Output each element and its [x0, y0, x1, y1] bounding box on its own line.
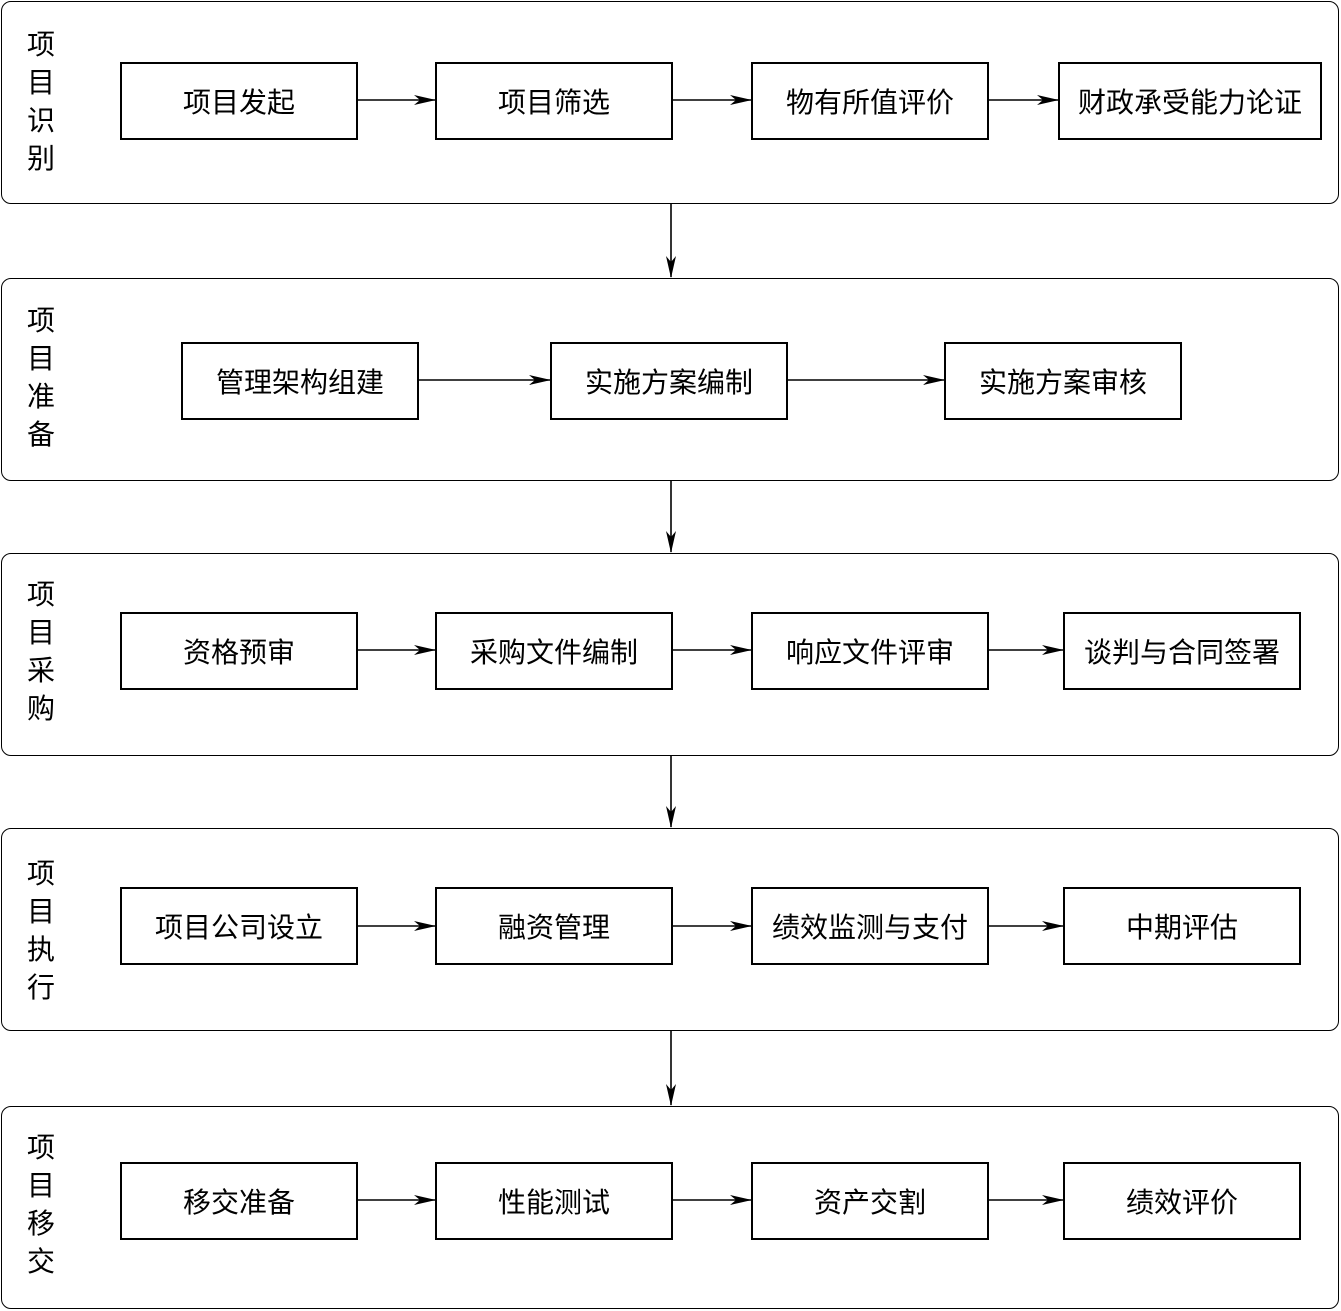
step-box-management-structure: 管理架构组建	[181, 342, 419, 420]
step-box-plan-drafting: 实施方案编制	[550, 342, 788, 420]
step-box-fiscal-affordability: 财政承受能力论证	[1058, 62, 1322, 140]
step-box-procurement-documents: 采购文件编制	[435, 612, 673, 690]
step-box-asset-transfer: 资产交割	[751, 1162, 989, 1240]
stage-label-preparation: 项 目 准 备	[24, 302, 58, 454]
stage-label-identification: 项 目 识 别	[24, 26, 58, 178]
step-box-financing-management: 融资管理	[435, 887, 673, 965]
step-box-handover-preparation: 移交准备	[120, 1162, 358, 1240]
stage-label-char: 识	[26, 104, 55, 137]
step-box-plan-review: 实施方案审核	[944, 342, 1182, 420]
step-box-company-establishment: 项目公司设立	[120, 887, 358, 965]
stage-label-char: 采	[26, 654, 55, 687]
stage-label-procurement: 项 目 采 购	[24, 576, 58, 728]
step-box-negotiation-contract: 谈判与合同签署	[1063, 612, 1301, 690]
stage-label-char: 准	[26, 380, 55, 413]
stage-label-char: 目	[26, 66, 55, 99]
step-box-response-evaluation: 响应文件评审	[751, 612, 989, 690]
step-box-performance-testing: 性能测试	[435, 1162, 673, 1240]
stage-label-char: 备	[26, 418, 55, 451]
stage-label-char: 目	[26, 342, 55, 375]
stage-label-char: 别	[26, 142, 55, 175]
stage-label-char: 执	[26, 933, 55, 966]
stage-label-char: 项	[26, 578, 55, 611]
stage-label-char: 目	[26, 616, 55, 649]
stage-label-char: 项	[26, 28, 55, 61]
stage-label-char: 项	[26, 304, 55, 337]
stage-label-char: 购	[26, 692, 55, 725]
step-box-project-screening: 项目筛选	[435, 62, 673, 140]
stage-label-execution: 项 目 执 行	[24, 855, 58, 1007]
stage-label-char: 移	[26, 1207, 55, 1240]
stage-label-char: 交	[26, 1245, 55, 1278]
stage-label-char: 行	[26, 971, 55, 1004]
step-box-midterm-evaluation: 中期评估	[1063, 887, 1301, 965]
step-box-value-for-money: 物有所值评价	[751, 62, 989, 140]
stage-label-char: 目	[26, 895, 55, 928]
step-box-performance-monitoring: 绩效监测与支付	[751, 887, 989, 965]
stage-label-handover: 项 目 移 交	[24, 1129, 58, 1281]
stage-label-char: 目	[26, 1169, 55, 1202]
step-box-prequalification: 资格预审	[120, 612, 358, 690]
step-box-project-initiation: 项目发起	[120, 62, 358, 140]
step-box-performance-evaluation: 绩效评价	[1063, 1162, 1301, 1240]
stage-label-char: 项	[26, 1131, 55, 1164]
stage-label-char: 项	[26, 857, 55, 890]
